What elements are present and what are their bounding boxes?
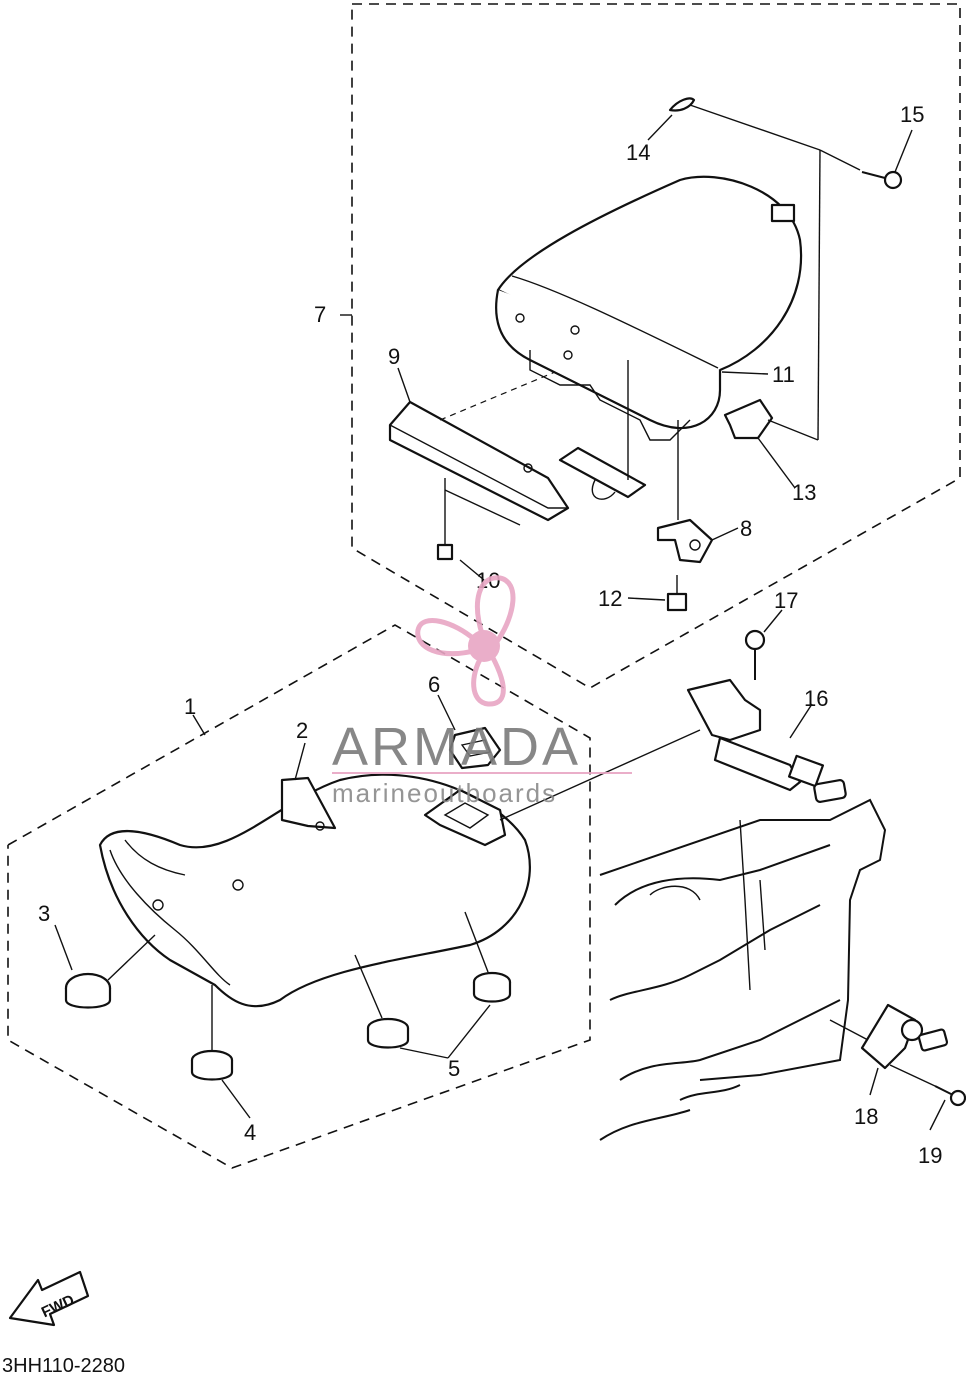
front-seat <box>98 773 531 1008</box>
callout-15: 15 <box>900 102 924 127</box>
bolt-12 <box>666 575 688 612</box>
fwd-arrow-icon: FWD <box>8 1270 90 1327</box>
propeller-icon <box>415 575 516 707</box>
watermark-name: ARMADA <box>332 717 581 777</box>
diagram-code: 3HH110-2280 <box>2 1355 125 1375</box>
callout-9: 9 <box>388 344 400 369</box>
callout-19: 19 <box>918 1143 942 1168</box>
callout-2: 2 <box>296 718 308 743</box>
callout-18: 18 <box>854 1104 878 1129</box>
damper-5-left <box>366 1017 410 1049</box>
callout-16: 16 <box>804 686 828 711</box>
watermark-subtitle: marineoutboards <box>332 778 557 808</box>
armada-watermark: ARMADA marineoutboards <box>332 575 632 808</box>
callout-13: 13 <box>792 480 816 505</box>
lock-cable-16 <box>686 678 847 803</box>
damper-6 <box>448 726 502 770</box>
callout-3: 3 <box>38 901 50 926</box>
damper-3 <box>64 972 112 1009</box>
damper-5-right <box>472 971 512 1003</box>
screw-19 <box>934 1085 966 1107</box>
leader-lines <box>54 104 946 1131</box>
callout-5: 5 <box>448 1056 460 1081</box>
bracket-13 <box>723 398 774 440</box>
screw-15 <box>861 170 903 190</box>
motorcycle-frame <box>599 798 887 1141</box>
callout-7: 7 <box>314 302 326 327</box>
callout-12: 12 <box>598 586 622 611</box>
callout-1: 1 <box>184 694 196 719</box>
callout-8: 8 <box>740 516 752 541</box>
callout-labels: 1 2 3 4 5 6 7 8 9 10 11 12 13 14 15 16 1… <box>38 102 942 1168</box>
group-boundary-1 <box>7 624 591 1169</box>
bolt-17 <box>744 629 766 680</box>
callout-4: 4 <box>244 1120 256 1145</box>
bracket-8 <box>656 518 714 564</box>
bolt-10 <box>436 530 454 561</box>
seat-lock-18 <box>860 1003 949 1070</box>
plate-2 <box>280 776 337 831</box>
callout-14: 14 <box>626 140 650 165</box>
rear-seat <box>495 175 803 441</box>
damper-4 <box>190 1049 234 1081</box>
callout-6: 6 <box>428 672 440 697</box>
callout-11: 11 <box>772 362 795 387</box>
clip-14 <box>668 97 696 112</box>
bracket-9 <box>388 400 570 522</box>
callout-17: 17 <box>774 588 798 613</box>
group-boundary-7 <box>351 3 961 689</box>
seat-latch-frame <box>423 788 507 847</box>
seat-lock-plate <box>558 446 647 500</box>
